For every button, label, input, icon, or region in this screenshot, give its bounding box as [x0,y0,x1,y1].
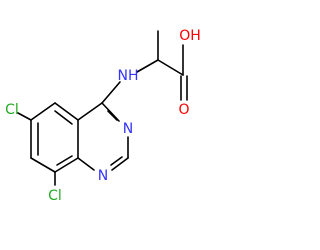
bond-c5-c6 [30,102,56,121]
bonds [17,30,188,186]
bond-c8-c8a [54,157,79,173]
bond-c4a-c5-inner [54,110,73,125]
bond-c2-n1-inner [110,156,123,166]
chemical-structure: NH OH O N N Cl Cl [5,28,201,204]
bond-c6-cl [17,112,32,121]
bond-c8-c8a-inner [56,155,73,166]
atom-cl-8: Cl [48,188,62,204]
bond-c7-c8 [30,157,56,173]
bond-calpha-carboxyl [157,59,184,76]
atom-labels: NH OH O N N Cl Cl [5,28,201,204]
bond-c4a-c5 [54,102,79,121]
bond-calpha-nh [136,59,159,73]
atom-carbonyl-o: O [178,102,189,118]
bond-c2-n1 [111,157,129,171]
atom-oh: OH [179,28,201,44]
bond-nh-c4 [101,81,121,104]
atom-n3: N [123,121,133,137]
bond-c4a-c4 [77,102,103,121]
bond-c4-n3-inner [107,110,118,121]
atom-cl-6: Cl [5,102,19,118]
atom-n1: N [98,168,108,184]
atom-nh: NH [118,68,139,84]
bond-n1-c8a [77,157,95,171]
bond-c4-n3 [101,102,120,122]
